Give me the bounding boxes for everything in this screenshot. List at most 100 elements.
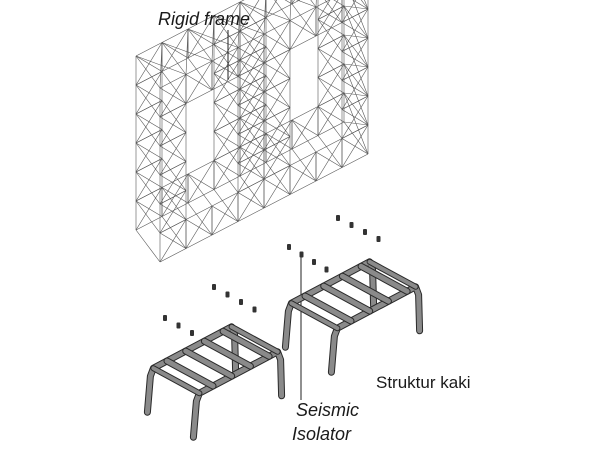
frame-member — [263, 49, 291, 93]
frame-member — [341, 124, 369, 139]
frame-member — [135, 142, 161, 176]
frame-member — [135, 129, 163, 144]
isolator-dot — [212, 284, 216, 290]
frame-member — [341, 153, 369, 168]
frame-member — [187, 15, 215, 59]
frame-member — [291, 106, 319, 121]
frame-member — [265, 17, 291, 50]
frame-member — [211, 47, 239, 62]
frame-member — [135, 113, 161, 147]
frame-member — [317, 0, 331, 20]
frame-member — [213, 146, 241, 161]
frame-member — [135, 229, 161, 263]
frame-member — [185, 60, 213, 75]
frame-member — [263, 20, 291, 35]
frame-member — [213, 160, 239, 193]
frame-member — [185, 89, 213, 104]
isolator-dot — [312, 259, 316, 265]
frame-member — [187, 202, 213, 236]
frame-member — [135, 158, 163, 173]
frame-member — [161, 71, 187, 104]
frame-member — [343, 92, 369, 126]
frame-member — [343, 63, 369, 97]
legs-left — [143, 323, 286, 441]
frame-member — [315, 138, 343, 153]
frame-member — [213, 102, 239, 135]
frame-member — [213, 117, 241, 132]
frame-member — [343, 121, 369, 155]
frame-member — [161, 129, 187, 162]
frame-member — [239, 175, 265, 209]
frame-member — [341, 8, 369, 23]
frame-member — [211, 47, 239, 91]
frame-member — [213, 117, 241, 161]
frame-member — [274, 0, 291, 21]
frame-member — [341, 37, 369, 52]
frame-member — [265, 46, 291, 79]
frame-member — [343, 34, 369, 68]
frame-member — [213, 30, 241, 74]
frame-member — [239, 133, 267, 177]
frame-member — [341, 95, 369, 110]
frame-member — [213, 73, 239, 106]
frame-member — [159, 161, 187, 176]
frame-member — [161, 57, 189, 72]
leg-tube — [164, 358, 216, 389]
frame-member — [263, 165, 291, 209]
frame-member — [187, 160, 215, 175]
frame-member — [341, 0, 357, 23]
frame-member — [213, 88, 241, 132]
leg-tube — [151, 366, 202, 396]
rigid-frame-label: Rigid frame — [158, 9, 251, 29]
frame-member — [317, 5, 345, 20]
frame-member — [135, 84, 161, 118]
frame-member — [239, 75, 267, 90]
frame-member — [352, 0, 369, 39]
frame-member — [263, 20, 291, 64]
frame-member — [213, 88, 241, 103]
frame-member — [239, 30, 265, 64]
frame-member — [135, 171, 161, 205]
frame-member — [161, 173, 189, 188]
frame-member — [239, 104, 267, 119]
frame-member — [317, 5, 345, 49]
frame-member — [187, 173, 213, 207]
frame-member — [135, 129, 163, 173]
legs-label: Struktur kaki — [376, 373, 471, 392]
frame-member — [317, 77, 343, 110]
frame-member — [237, 91, 265, 106]
frame-member — [289, 151, 317, 166]
frame-member — [185, 205, 213, 249]
frame-member — [135, 158, 163, 202]
frame-member — [341, 8, 369, 52]
frame-member — [237, 33, 265, 48]
frame-member — [315, 167, 343, 182]
frame-member — [239, 88, 265, 122]
frame-member — [343, 5, 369, 39]
frame-member — [213, 30, 241, 45]
frame-member — [159, 219, 187, 263]
leg-tube — [229, 324, 280, 354]
frame-member — [239, 46, 267, 90]
frame-member — [159, 103, 187, 147]
leg-tube — [289, 301, 340, 331]
frame-member — [237, 91, 265, 135]
frame-member — [187, 15, 215, 30]
isolator-dot — [287, 244, 291, 250]
frame-member — [265, 0, 278, 18]
frame-member — [187, 44, 215, 59]
frame-member — [263, 107, 291, 151]
frame-member — [263, 49, 291, 64]
frame-member — [213, 175, 241, 190]
frame-member — [187, 189, 215, 204]
frame-member — [239, 17, 267, 32]
frame-member — [289, 6, 317, 21]
frame-member — [213, 15, 239, 48]
frame-member — [159, 132, 187, 176]
frame-member — [135, 42, 163, 57]
frame-member — [239, 104, 267, 148]
frame-member — [315, 0, 339, 37]
frame-member — [341, 66, 369, 110]
frame-member — [263, 78, 291, 93]
